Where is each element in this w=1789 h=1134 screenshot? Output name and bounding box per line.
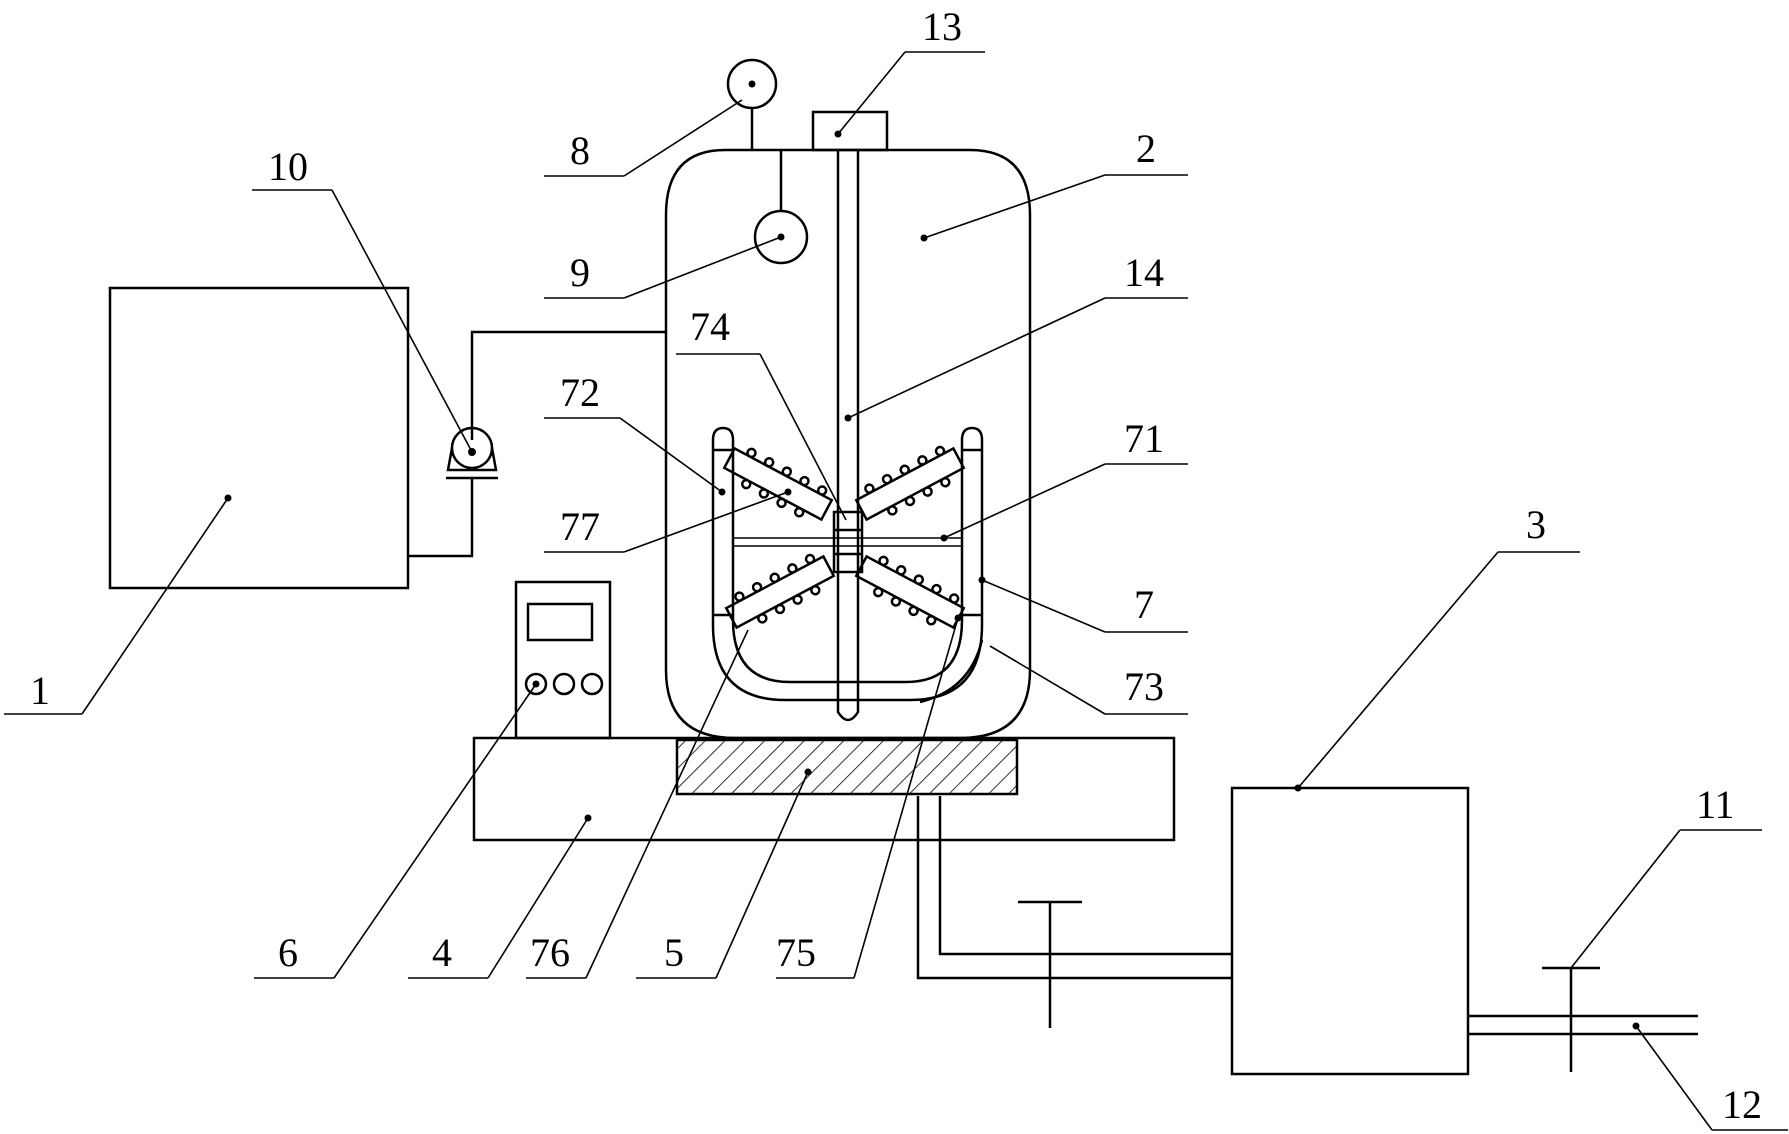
label-72: 72	[560, 370, 600, 415]
outlet-pipe	[916, 796, 1232, 980]
label-9: 9	[570, 250, 590, 295]
blade-upper-right	[854, 445, 966, 522]
label-6: 6	[278, 930, 298, 975]
label-13: 13	[922, 4, 962, 49]
blade-lower-left	[724, 553, 836, 630]
label-4: 4	[432, 930, 452, 975]
heater-5	[675, 738, 1019, 796]
blade-lower-right	[854, 554, 966, 630]
label-10: 10	[268, 144, 308, 189]
valve-icon	[1018, 900, 1082, 1028]
discharge-pipe-12	[1468, 1014, 1698, 1036]
label-8: 8	[570, 128, 590, 173]
vessel-2	[664, 148, 1032, 740]
controller-6	[514, 580, 612, 740]
label-71: 71	[1124, 416, 1164, 461]
valve-11-icon	[1542, 966, 1600, 1072]
label-73: 73	[1124, 664, 1164, 709]
label-3: 3	[1526, 502, 1546, 547]
pump-icon	[446, 426, 498, 480]
label-11: 11	[1696, 782, 1735, 827]
motor-13	[811, 110, 889, 152]
base-4	[472, 736, 1176, 842]
hub-74	[832, 510, 864, 574]
label-76: 76	[530, 930, 570, 975]
temperature-gauge-icon	[753, 150, 809, 265]
pressure-gauge-icon	[726, 58, 778, 150]
label-7: 7	[1134, 582, 1154, 627]
stirring-frame-7	[711, 426, 984, 702]
blade-upper-left	[722, 446, 834, 522]
label-74: 74	[690, 304, 730, 349]
tank-3	[1230, 786, 1470, 1076]
label-14: 14	[1124, 250, 1164, 295]
label-77: 77	[560, 504, 600, 549]
label-5: 5	[664, 930, 684, 975]
tank-1	[108, 286, 410, 590]
feed-pipe	[408, 330, 666, 558]
label-1: 1	[30, 668, 50, 713]
label-75: 75	[776, 930, 816, 975]
shaft-14	[836, 150, 860, 722]
label-12: 12	[1722, 1082, 1762, 1127]
scraper-73	[919, 639, 984, 704]
label-2: 2	[1136, 126, 1156, 171]
leader-lines	[4, 51, 1788, 1131]
crossbar-71	[733, 537, 962, 547]
